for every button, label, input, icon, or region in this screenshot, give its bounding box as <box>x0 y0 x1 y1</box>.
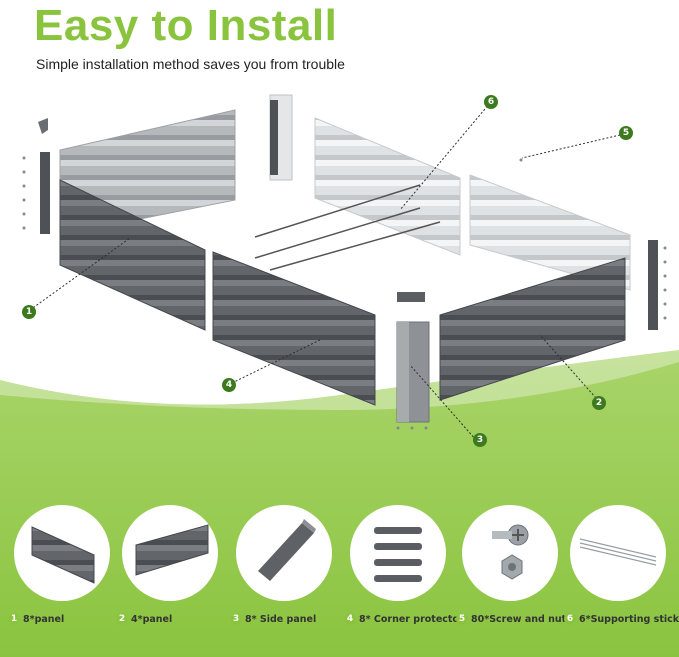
side-panel-icon <box>236 505 332 601</box>
supporting-stick-icon <box>570 505 666 601</box>
callout-6: 6 <box>484 95 498 109</box>
front-middle-panel <box>212 251 376 406</box>
support-stick-3 <box>269 221 441 271</box>
corner-post-left <box>40 152 50 234</box>
support-stick-2 <box>254 207 421 259</box>
callout-4: 4 <box>222 378 236 392</box>
callout-1: 1 <box>22 305 36 319</box>
corner-cap-front <box>397 292 425 302</box>
corner-protector-icon <box>350 505 446 601</box>
screw-nut-icon <box>462 505 558 601</box>
back-right-panel <box>314 117 461 256</box>
callout-3: 3 <box>473 433 487 447</box>
callout-2: 2 <box>592 396 606 410</box>
page-title: Easy to Install <box>34 1 338 50</box>
front-right-panel <box>439 257 626 401</box>
long-panel-icon <box>14 505 110 601</box>
front-left-panel <box>59 179 206 331</box>
short-panel-icon <box>122 505 218 601</box>
support-stick-1 <box>254 184 421 238</box>
corner-cap-left <box>38 118 48 134</box>
callout-5: 5 <box>619 126 633 140</box>
corner-post-right <box>648 240 658 330</box>
page-subtitle: Simple installation method saves you fro… <box>36 56 345 72</box>
back-right-panel-2 <box>469 174 631 291</box>
